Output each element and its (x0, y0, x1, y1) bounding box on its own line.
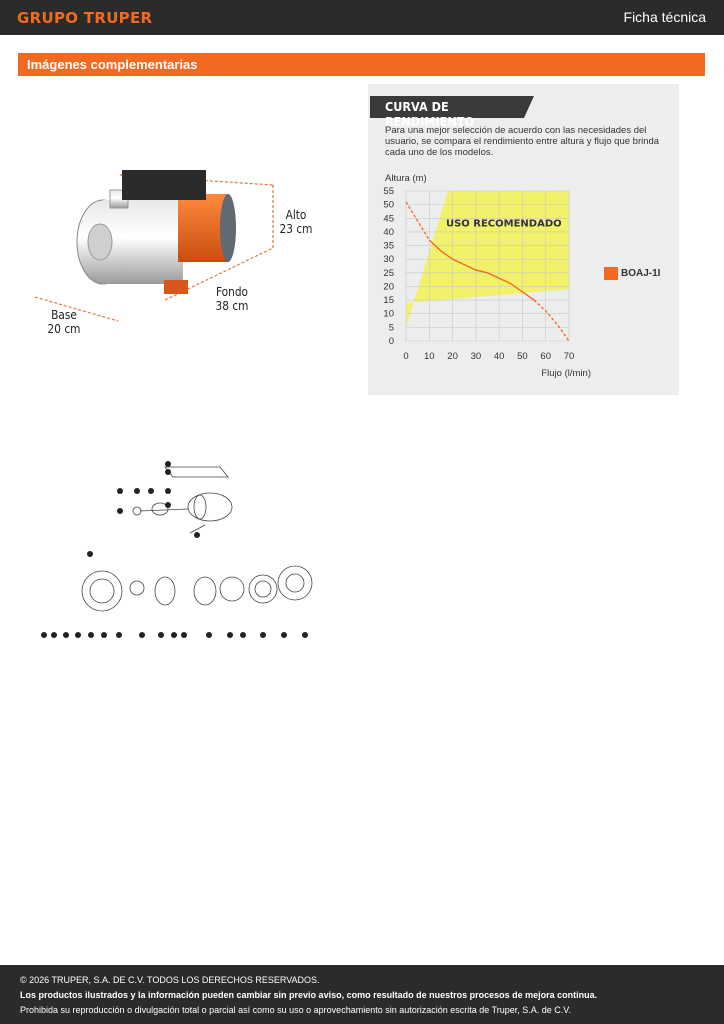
performance-title: CURVA DE RENDIMIENTO (385, 99, 475, 129)
y-tick-label: 50 (383, 200, 394, 211)
alto-value: 23 cm (279, 222, 313, 236)
x-tick-label: 60 (540, 351, 551, 362)
y-tick-label: 5 (389, 322, 394, 333)
section-header: Imágenes complementarias (18, 53, 705, 76)
y-tick-label: 45 (383, 213, 394, 224)
x-tick-label: 50 (517, 351, 528, 362)
x-tick-label: 70 (564, 351, 575, 362)
x-tick-label: 10 (424, 351, 435, 362)
y-axis-label: Altura (m) (385, 173, 427, 184)
alto-label-text: Alto (285, 208, 307, 222)
performance-panel: CURVA DE RENDIMIENTO Para una mejor sele… (368, 84, 679, 395)
performance-chart: 0 10 20 30 40 50 60 70 0 5 10 15 20 25 30 35 40 45 50 55 Alt… (383, 173, 591, 379)
x-tick-label: 30 (471, 351, 482, 362)
performance-title-banner (370, 96, 534, 118)
y-tick-label: 15 (383, 295, 394, 306)
y-tick-label: 25 (383, 268, 394, 279)
exploded-view-diagram (41, 461, 313, 638)
y-tick-label: 40 (383, 227, 394, 238)
y-tick-label: 10 (383, 309, 394, 320)
x-tick-label: 0 (403, 351, 408, 362)
legend-swatch (604, 267, 618, 280)
base-label-text: Base (51, 308, 77, 322)
y-tick-label: 30 (383, 254, 394, 265)
top-bar: GRUPO TRUPER Ficha técnica (0, 0, 724, 35)
footer-copyright: © 2026 TRUPER, S.A. DE C.V. TODOS LOS DE… (20, 975, 320, 985)
y-tick-label: 35 (383, 241, 394, 252)
y-tick-label: 55 (383, 186, 394, 197)
fondo-value: 38 cm (215, 299, 249, 313)
x-axis-label: Flujo (l/min) (541, 368, 591, 379)
alto-label: Alto 23 cm (278, 208, 313, 236)
section-title: Imágenes complementarias (27, 57, 198, 72)
series-line (428, 239, 535, 301)
doc-type-label: Ficha técnica (623, 9, 706, 25)
footer-notice: Los productos ilustrados y la informació… (20, 990, 598, 1000)
zone-label: USO RECOMENDADO (446, 218, 562, 229)
pump-illustration (34, 170, 274, 322)
base-value: 20 cm (47, 322, 81, 336)
x-tick-label: 20 (447, 351, 458, 362)
series-line-dashed-start (405, 201, 430, 241)
y-tick-label: 20 (383, 281, 394, 292)
fondo-label-text: Fondo (215, 285, 249, 299)
base-label: Base 20 cm (45, 308, 84, 336)
footer: © 2026 TRUPER, S.A. DE C.V. TODOS LOS DE… (0, 965, 724, 1024)
performance-description: Para una mejor selección de acuerdo con … (385, 125, 660, 158)
footer-prohibition: Prohibida su reproducción o divulgación … (20, 1005, 571, 1015)
legend-label: BOAJ-1I (621, 268, 661, 279)
brand-logo: GRUPO TRUPER (17, 9, 153, 27)
series-line-dashed-end (533, 299, 570, 342)
y-tick-label: 0 (389, 336, 394, 347)
fondo-label: Fondo 38 cm (213, 285, 252, 313)
x-tick-label: 40 (494, 351, 505, 362)
